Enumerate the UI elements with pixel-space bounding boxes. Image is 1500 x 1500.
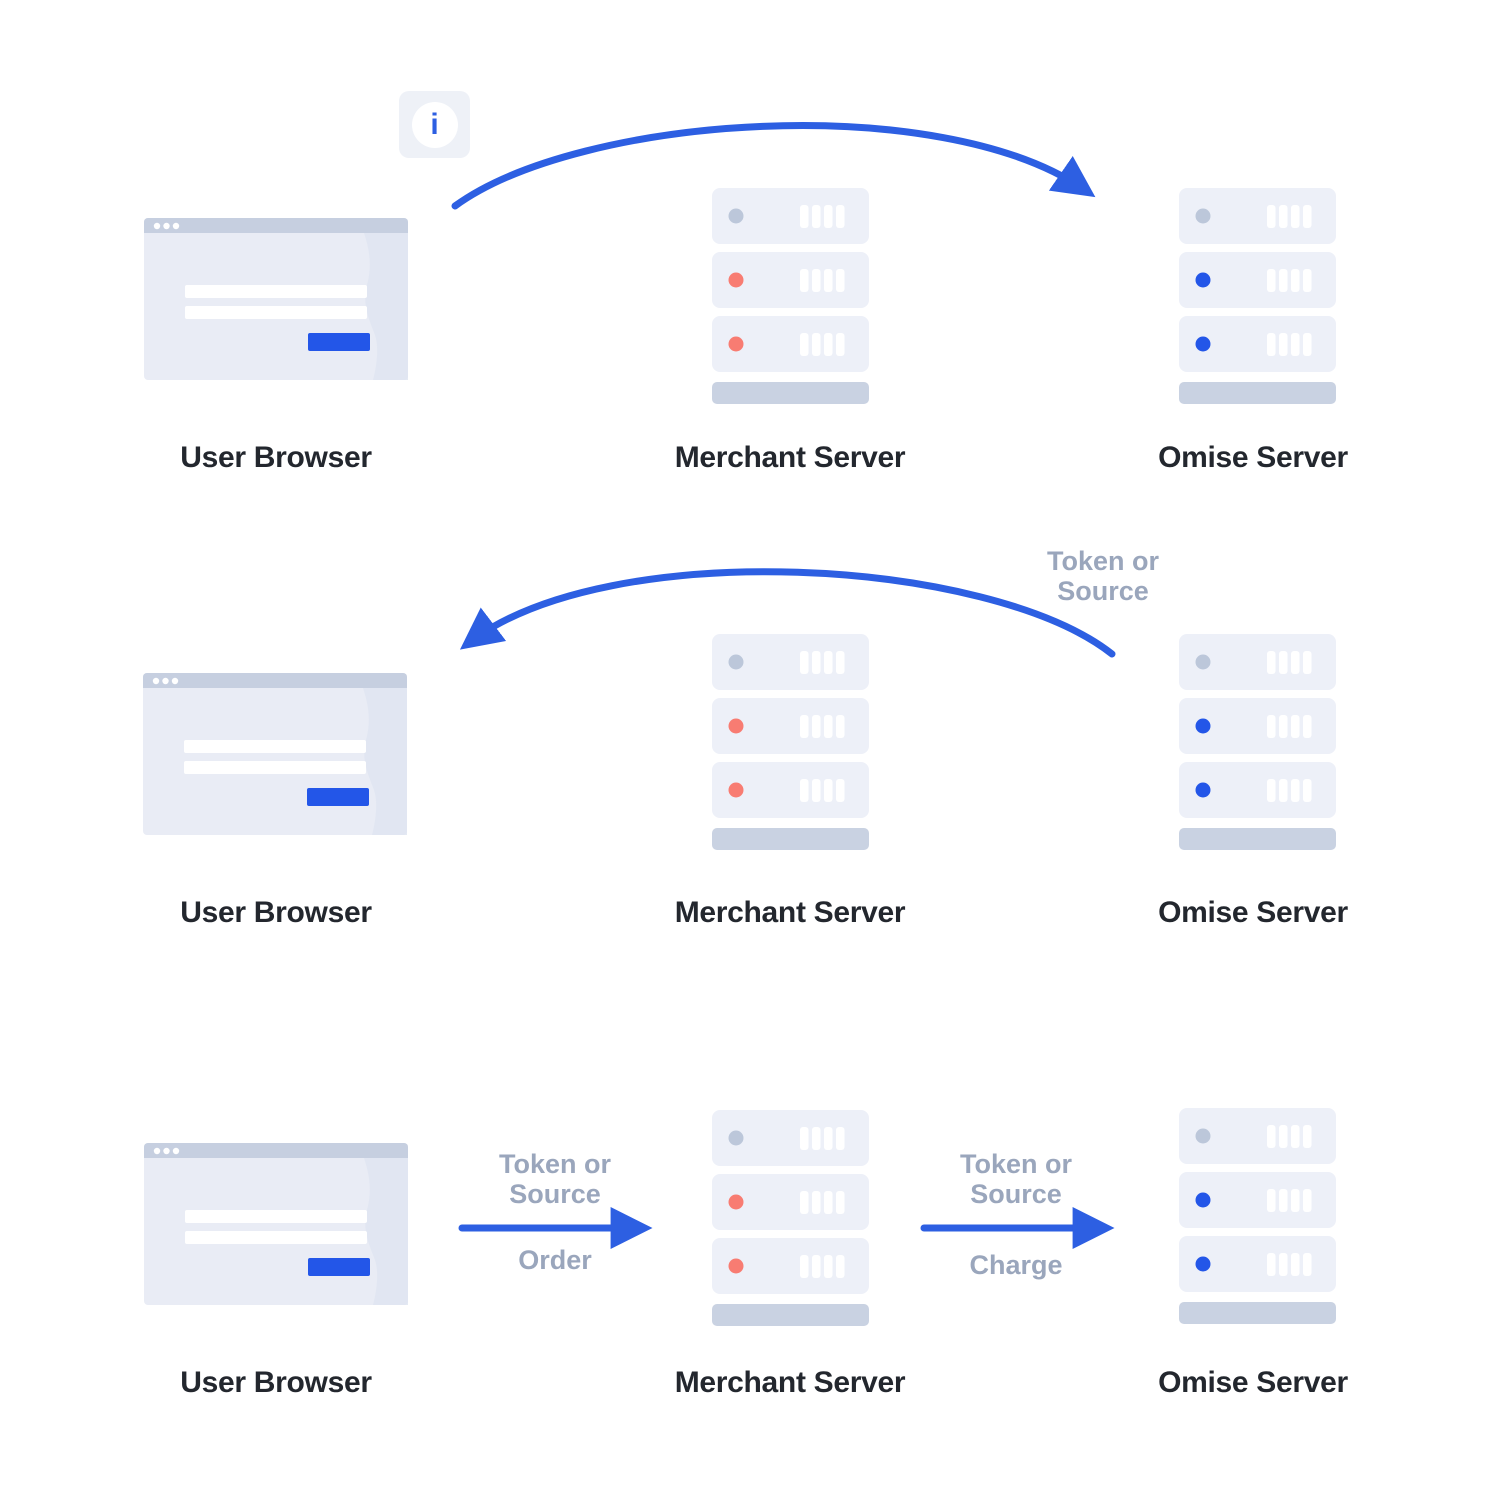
arrow-label-order: Order xyxy=(518,1245,592,1275)
info-icon[interactable]: i xyxy=(399,91,470,158)
user-browser-label: User Browser xyxy=(180,896,372,929)
arrow-label-token-or-source: Token or Source xyxy=(498,1149,611,1209)
user-browser-illustration xyxy=(143,673,407,835)
arrow-label-charge: Charge xyxy=(969,1250,1063,1280)
user-browser-label: User Browser xyxy=(180,1366,372,1399)
user-browser-illustration xyxy=(144,1143,408,1305)
arrow-label-token-or-source: Token or Source xyxy=(959,1149,1072,1209)
merchant-server-label: Merchant Server xyxy=(674,896,906,929)
merchant-server-label: Merchant Server xyxy=(674,441,906,474)
merchant-server-label: Merchant Server xyxy=(674,1366,906,1399)
omise-server-illustration xyxy=(1179,188,1336,404)
omise-server-illustration xyxy=(1179,1108,1336,1324)
user-browser-illustration xyxy=(144,218,408,380)
omise-server-illustration xyxy=(1179,634,1336,850)
arrow-label-token-or-source: Token or Source xyxy=(1046,546,1159,606)
info-icon-circle: i xyxy=(411,101,458,148)
omise-server-label: Omise Server xyxy=(1158,896,1348,929)
user-browser-label: User Browser xyxy=(180,441,372,474)
merchant-server-illustration xyxy=(712,188,869,404)
merchant-server-illustration xyxy=(712,634,869,850)
info-icon-glyph: i xyxy=(430,107,439,141)
omise-server-label: Omise Server xyxy=(1158,441,1348,474)
merchant-server-illustration xyxy=(712,1110,869,1326)
omise-server-label: Omise Server xyxy=(1158,1366,1348,1399)
